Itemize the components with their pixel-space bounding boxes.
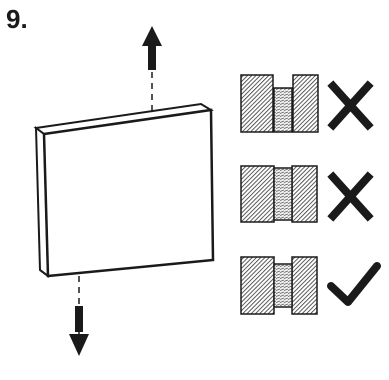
pull-down-arrow-icon — [69, 276, 89, 356]
medium-gap-icon — [240, 165, 318, 223]
wide-gap-icon — [240, 74, 319, 133]
gap-check-row-narrow — [240, 256, 381, 315]
narrow-gap-icon — [240, 256, 318, 315]
check-icon — [327, 262, 381, 306]
wall-panel — [33, 102, 215, 279]
step-number: 9. — [6, 4, 28, 34]
cross-icon — [327, 80, 374, 131]
gap-check-row-wide — [240, 74, 374, 133]
cross-icon — [327, 171, 374, 222]
gap-check-row-medium — [240, 165, 374, 223]
pull-up-arrow-icon — [142, 26, 162, 118]
